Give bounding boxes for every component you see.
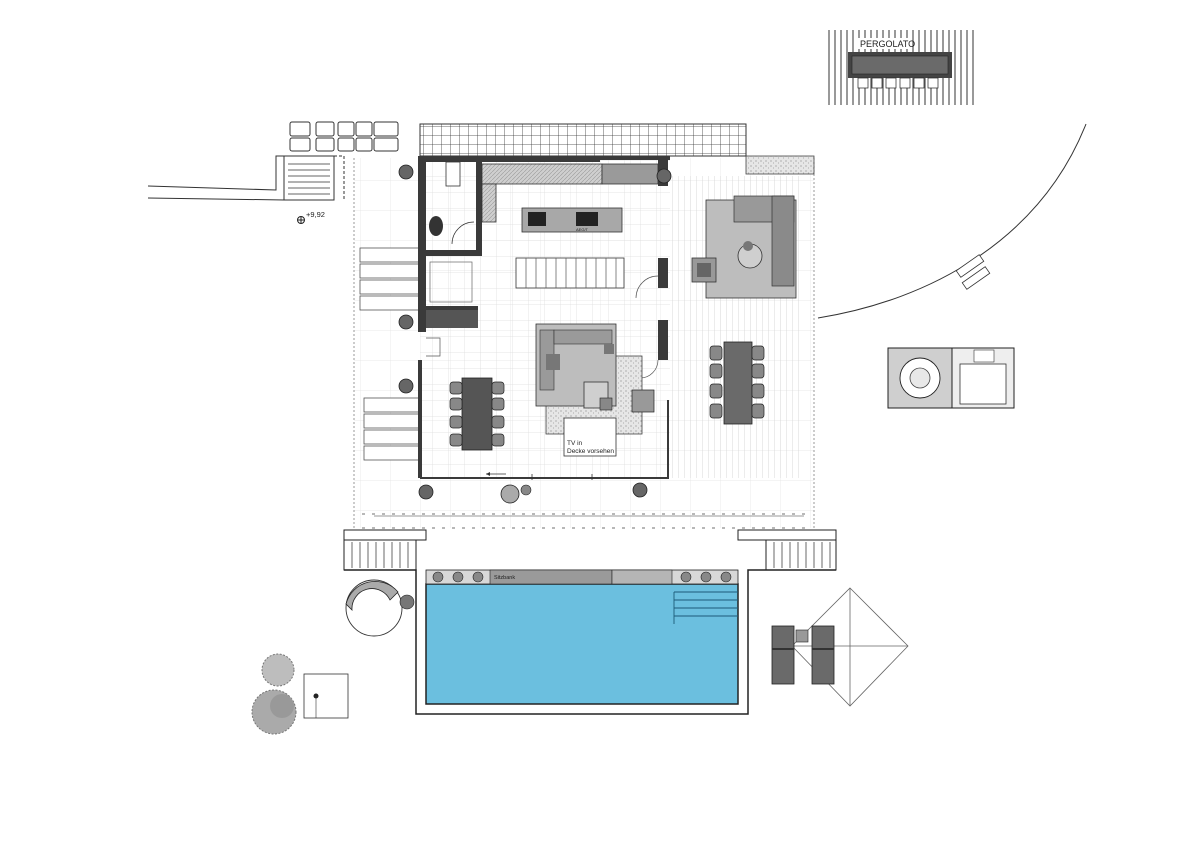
elevation-label: +9,92 — [306, 210, 325, 219]
pool-bench: Sitzbank — [425, 569, 739, 585]
planter — [745, 155, 815, 175]
trees — [251, 653, 297, 735]
pool-water — [425, 583, 739, 705]
side-table — [303, 673, 349, 719]
tv-note-line2: Decke vorsehen — [567, 448, 614, 455]
round-sofa — [345, 579, 415, 637]
pool-steps — [673, 591, 738, 624]
elevation-marker: +9,92 — [297, 210, 325, 224]
lounge-chair-terrace — [500, 484, 532, 504]
sitzbank-label: Sitzbank — [494, 575, 515, 581]
appliance-label: AEG/T — [576, 227, 589, 232]
loungers-lawn — [955, 254, 991, 290]
pergolato-detail: PERGOLATO — [824, 30, 976, 105]
outdoor-lounge — [691, 195, 797, 299]
house: AEG/T — [418, 156, 670, 480]
pergolato-label: PERGOLATO — [860, 39, 915, 49]
sunbeds-pool — [771, 625, 835, 685]
tiled-strip — [419, 123, 747, 157]
entrance-area — [147, 121, 399, 201]
hot-tub — [887, 347, 1015, 409]
tv-note-line1: TV in — [567, 440, 583, 447]
sun-loungers-left — [359, 247, 421, 461]
site-boundary-curve — [817, 123, 1087, 319]
umbrella — [791, 587, 909, 707]
outdoor-dining — [709, 341, 765, 425]
columns — [398, 164, 672, 500]
pool-surround — [343, 529, 837, 715]
